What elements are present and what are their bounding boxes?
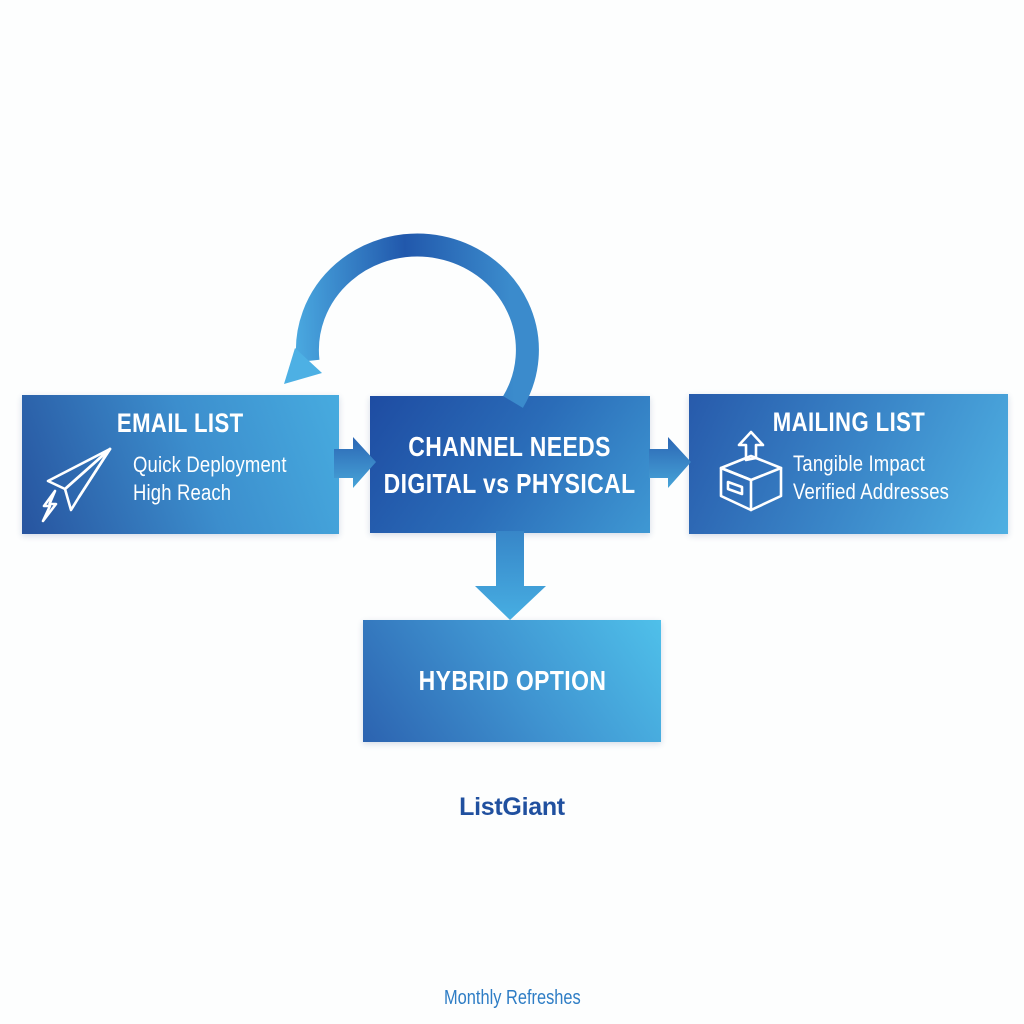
loop-arrow [284,233,539,408]
email-subtitle-line: Quick Deployment [133,452,287,477]
footer-note: Monthly Refreshes [443,987,581,1009]
email-list-title: EMAIL LIST [117,408,244,438]
brand-logo-text: ListGiant [459,793,565,821]
hybrid-title-wrap: HYBRID OPTION [398,665,627,697]
hybrid-option-box: HYBRID OPTION [363,620,661,742]
footer-note-wrap: Monthly Refreshes [0,987,1024,1010]
center-title-line2: DIGITAL vs PHYSICAL [384,467,636,499]
center-title-line2-wrap: DIGITAL vs PHYSICAL [356,465,663,502]
mailing-subtitle-line: Verified Addresses [793,479,950,504]
hybrid-option-title: HYBRID OPTION [418,665,606,696]
mailing-list-box: MAILING LIST Tangible Impact Verified Ad… [689,394,1008,534]
mailing-list-subtitles: Tangible Impact Verified Addresses [793,450,979,506]
email-list-subtitles: Quick Deployment High Reach [133,451,316,507]
email-list-box: EMAIL LIST Quick Deployment High Reach [22,395,339,534]
mailing-list-title-wrap: MAILING LIST [689,407,1008,438]
email-list-title-wrap: EMAIL LIST [22,408,339,439]
email-subtitle-line: High Reach [133,480,232,505]
package-upload-icon [708,428,792,527]
center-title-line1: CHANNEL NEEDS [408,430,612,462]
arrow-center-to-hybrid [475,531,546,620]
channel-needs-box: CHANNEL NEEDS DIGITAL vs PHYSICAL [370,396,650,533]
mailing-subtitle-line: Tangible Impact [793,451,925,476]
loop-arrowhead [284,348,322,384]
paper-plane-icon [38,441,120,530]
mailing-list-title: MAILING LIST [772,407,925,437]
center-title-line1-wrap: CHANNEL NEEDS [386,428,633,465]
